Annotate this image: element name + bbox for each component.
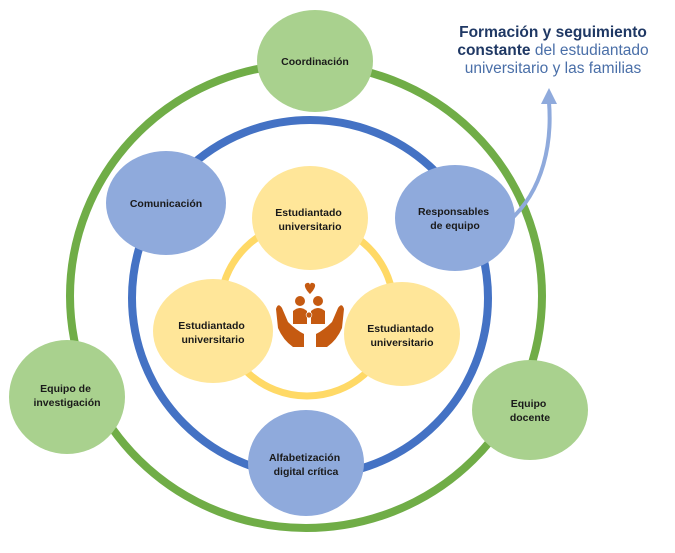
svg-text:Estudiantado universitar: Estudiantado universitario xyxy=(367,323,436,349)
svg-text:Equipo de investigación: Equipo de investigación xyxy=(33,383,100,409)
svg-text:Estudiantado universitar: Estudiantado universitario xyxy=(275,207,344,233)
node-label-line: de equipo xyxy=(430,220,480,232)
node-label-line: Comunicación xyxy=(130,198,202,210)
node-label-line: digital crítica xyxy=(274,466,339,478)
outer-node-equipo-docente: Equipo docente xyxy=(472,360,588,460)
node-label-line: Equipo xyxy=(511,398,547,410)
headline: Formación y seguimiento constante del es… xyxy=(438,24,668,78)
node-label-line: universitario xyxy=(370,337,433,349)
node-label-line: docente xyxy=(510,412,550,424)
middle-node-alfabetizacion-digital: Alfabetización digital crítica xyxy=(248,410,364,516)
svg-text:Alfabetización digital c: Alfabetización digital crítica xyxy=(269,452,343,478)
node-label-line: investigación xyxy=(33,397,100,409)
svg-text:Coordinación: Coordinación xyxy=(281,56,349,68)
headline-regular-part: del estudiantado universitario y las fam… xyxy=(464,42,649,77)
outer-node-coordinacion: Coordinación xyxy=(257,10,373,112)
node-label-line: Estudiantado xyxy=(367,323,434,335)
family-in-hands-icon xyxy=(276,282,344,347)
node-label-line: universitario xyxy=(278,221,341,233)
headline-bold-part: Formación y seguimiento constante xyxy=(457,24,647,59)
arrow-head xyxy=(541,88,557,104)
svg-text:Comunicación: Comunicación xyxy=(130,198,202,210)
node-label-line: Estudiantado xyxy=(178,320,245,332)
svg-text:Equipo docente: Equipo docente xyxy=(510,398,550,424)
node-label-line: universitario xyxy=(181,334,244,346)
svg-text:Estudiantado universitar: Estudiantado universitario xyxy=(178,320,247,346)
middle-node-comunicacion: Comunicación xyxy=(106,151,226,255)
inner-node-estudiantado-right: Estudiantado universitario xyxy=(344,282,460,386)
outer-node-equipo-investigacion: Equipo de investigación xyxy=(9,340,125,454)
node-label-line: Alfabetización xyxy=(269,452,340,464)
inner-node-estudiantado-left: Estudiantado universitario xyxy=(153,279,273,383)
inner-node-estudiantado-top: Estudiantado universitario xyxy=(252,166,368,270)
svg-text:Responsables de equipo: Responsables de equipo xyxy=(418,206,492,232)
node-label-line: Responsables xyxy=(418,206,489,218)
node-label-line: Equipo de xyxy=(40,383,91,395)
arrow-to-headline xyxy=(506,101,552,224)
node-label-line: Coordinación xyxy=(281,56,349,68)
middle-node-responsables-de-equipo: Responsables de equipo xyxy=(395,165,515,271)
node-label-line: Estudiantado xyxy=(275,207,342,219)
